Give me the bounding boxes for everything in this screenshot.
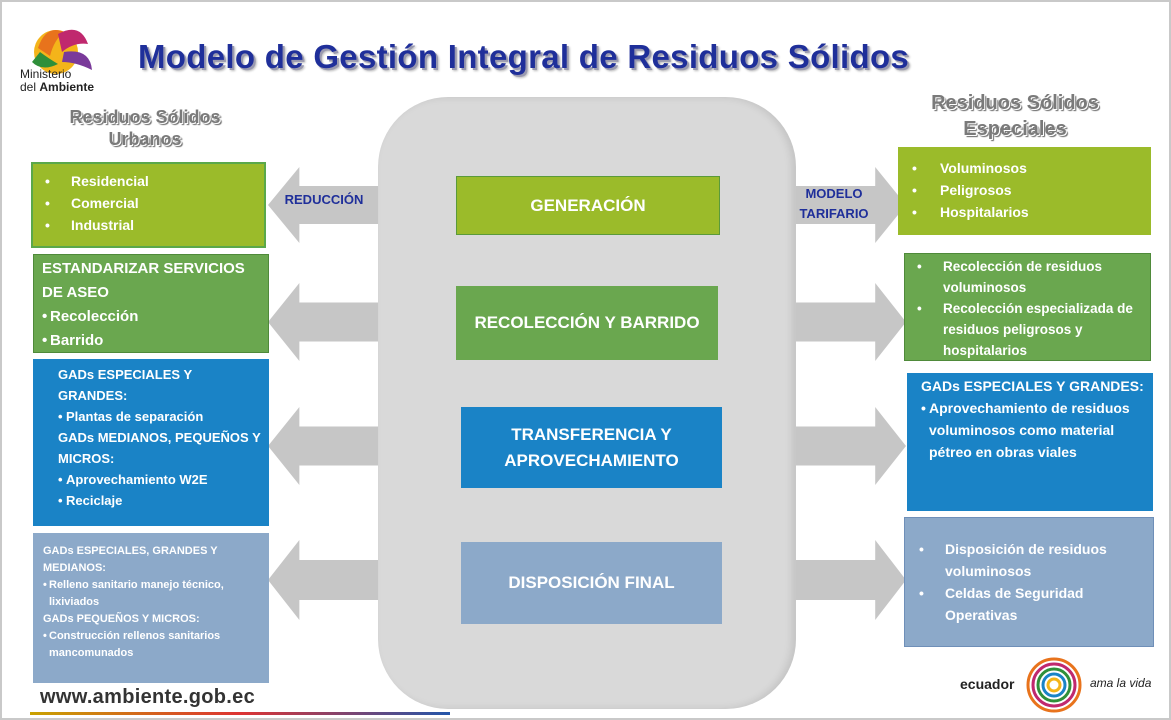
right-box-generation: Voluminosos Peligrosos Hospitalarios bbox=[898, 147, 1151, 235]
footer-divider bbox=[30, 712, 450, 715]
left-box-collection: ESTANDARIZAR SERVICIOS DE ASEO Recolecci… bbox=[33, 254, 269, 353]
list-item: Industrial bbox=[45, 214, 264, 236]
left-section-title: Residuos Sólidos Urbanos bbox=[69, 107, 221, 149]
stage-transferencia: TRANSFERENCIA Y APROVECHAMIENTO bbox=[461, 407, 722, 488]
ministry-line1: Ministerio bbox=[20, 67, 72, 81]
list-item: Reciclaje bbox=[58, 490, 263, 511]
left-box-transfer: GADs ESPECIALES Y GRANDES: Plantas de se… bbox=[33, 359, 269, 526]
stage-generacion: GENERACIÓN bbox=[456, 176, 720, 235]
box-heading: GADs ESPECIALES Y GRANDES: bbox=[921, 378, 1144, 394]
brand-tagline: ama la vida bbox=[1090, 676, 1152, 690]
right-box-disposal: Disposición de residuos voluminosos Celd… bbox=[904, 517, 1154, 647]
list-item: Disposición de residuos voluminosos bbox=[919, 538, 1149, 582]
list-item: Construcción rellenos sanitarios mancomu… bbox=[43, 628, 263, 662]
list-item: Recolección especializada de residuos pe… bbox=[917, 298, 1146, 360]
brand-ecuador: ecuador bbox=[960, 676, 1015, 692]
box-heading: GADs MEDIANOS, PEQUEÑOS Y MICROS: bbox=[58, 430, 261, 466]
right-section-title: Residuos Sólidos Especiales bbox=[931, 92, 1099, 140]
list-item: Residencial bbox=[45, 170, 264, 192]
footer-url: www.ambiente.gob.ec bbox=[40, 686, 255, 708]
list-item: Relleno sanitario manejo técnico, lixivi… bbox=[43, 577, 263, 611]
list-item: Comercial bbox=[45, 192, 264, 214]
box-heading: GADs ESPECIALES, GRANDES Y MEDIANOS: bbox=[43, 545, 218, 574]
list-item: Hospitalarios bbox=[912, 201, 1151, 223]
list-item: Peligrosos bbox=[912, 179, 1151, 201]
page-title: Modelo de Gestión Integral de Residuos S… bbox=[138, 38, 910, 75]
stage-recoleccion: RECOLECCIÓN Y BARRIDO bbox=[456, 286, 718, 360]
list-item: Celdas de Seguridad Operativas bbox=[919, 582, 1149, 626]
list-item: Aprovechamiento W2E bbox=[58, 469, 263, 490]
ministry-name: Ministerio del Ambiente bbox=[20, 68, 94, 94]
list-item: Recolección de residuos voluminosos bbox=[917, 256, 1146, 298]
list-item: Voluminosos bbox=[912, 157, 1151, 179]
box-heading: GADs ESPECIALES Y GRANDES: bbox=[58, 367, 192, 403]
list-item: Recolección bbox=[42, 305, 268, 329]
stage-disposicion: DISPOSICIÓN FINAL bbox=[461, 542, 722, 624]
reduccion-label: REDUCCIÓN bbox=[284, 192, 364, 207]
right-box-collection: Recolección de residuos voluminosos Reco… bbox=[904, 253, 1151, 361]
list-item: Plantas de separación bbox=[58, 406, 263, 427]
box-heading: GADs PEQUEÑOS Y MICROS: bbox=[43, 613, 200, 625]
right-box-transfer: GADs ESPECIALES Y GRANDES: Aprovechamien… bbox=[907, 373, 1153, 511]
ministry-logo-icon bbox=[32, 29, 92, 74]
ministry-line2-bold: Ambiente bbox=[39, 80, 95, 94]
modelo-tarifario-label: MODELO TARIFARIO bbox=[799, 186, 869, 221]
ecuador-brand-logo-icon bbox=[1026, 657, 1082, 713]
list-item: Aprovechamiento de residuos voluminosos … bbox=[921, 397, 1147, 463]
ministry-line2-prefix: del bbox=[20, 80, 40, 94]
left-box-disposal: GADs ESPECIALES, GRANDES Y MEDIANOS: Rel… bbox=[33, 533, 269, 683]
box-heading: ESTANDARIZAR SERVICIOS DE ASEO bbox=[42, 260, 245, 301]
left-box-generation: Residencial Comercial Industrial bbox=[31, 162, 266, 248]
list-item: Barrido bbox=[42, 329, 268, 352]
